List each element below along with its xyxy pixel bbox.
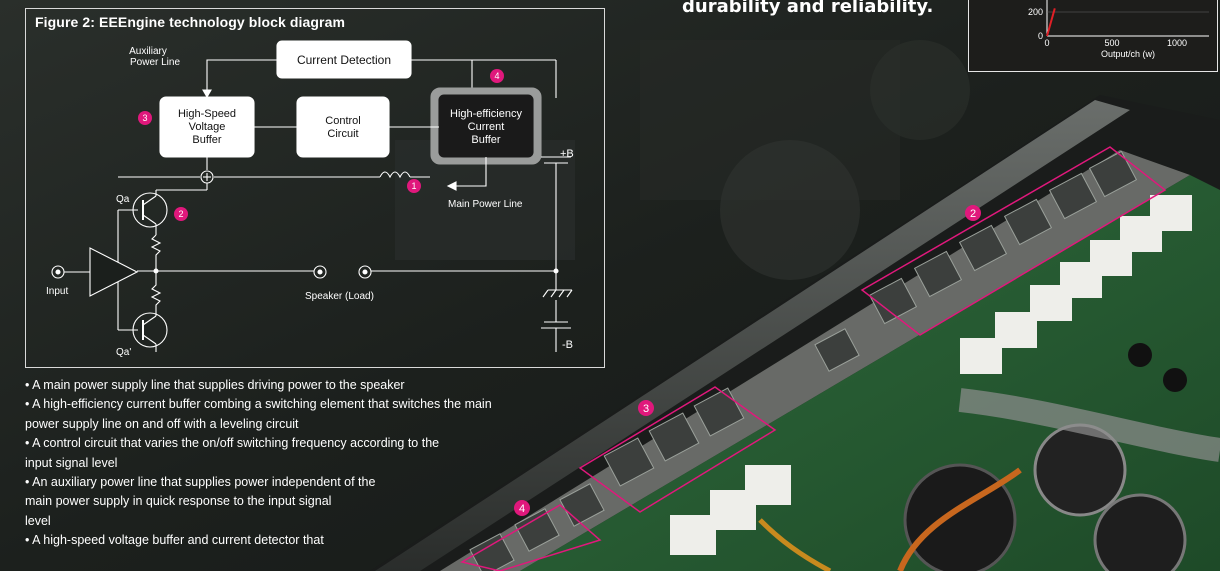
photo-marker-4: [514, 500, 530, 516]
speaker-terminal-right: [358, 265, 372, 279]
aux-power-line-label-2: Power Line: [130, 57, 180, 68]
bullet-line-5: input signal level: [25, 455, 118, 470]
output-chart-svg: 0 500 1000 0 200 Output/ch (w): [1028, 0, 1209, 59]
headline: durability and reliability.: [682, 0, 934, 17]
current-buffer-label-3: Buffer: [471, 134, 500, 146]
x-tick-label: 1000: [1167, 38, 1187, 48]
speaker-terminal-left: [313, 265, 327, 279]
inductor-symbol: [379, 171, 411, 179]
marker-3: [138, 111, 152, 125]
current-buffer-label-1: High-efficiency: [450, 108, 522, 120]
feature-list: • A main power supply line that supplies…: [25, 376, 535, 551]
plus-b-label: +B: [560, 148, 574, 160]
photo-marker-4-label: 4: [519, 503, 525, 515]
series-line: [1046, 8, 1056, 37]
voltage-buffer-label-3: Buffer: [192, 134, 221, 146]
photo-marker-2: [965, 205, 981, 221]
output-chart: 0 500 1000 0 200 Output/ch (w): [968, 0, 1218, 72]
bullet-line-3: power supply line on and off with a leve…: [25, 416, 299, 431]
photo-marker-2-label: 2: [970, 208, 976, 220]
figure-panel: [25, 8, 605, 368]
input-label: Input: [46, 286, 68, 297]
x-axis-label: Output/ch (w): [1101, 49, 1155, 59]
aux-power-line-label-1: Auxiliary: [129, 46, 167, 57]
main-power-line-label: Main Power Line: [448, 199, 523, 210]
x-tick-label: 500: [1104, 38, 1119, 48]
qa-prime-label: Qa': [116, 347, 131, 358]
bullet-line-7: main power supply in quick response to t…: [25, 494, 332, 509]
speaker-label: Speaker (Load): [305, 291, 374, 302]
current-detection-label: Current Detection: [297, 53, 391, 67]
bullet-line-9: • A high-speed voltage buffer and curren…: [25, 533, 324, 548]
bullet-line-2: • A high-efficiency current buffer combi…: [25, 397, 492, 412]
amplifier-symbol: [89, 247, 139, 297]
y-tick-label: 200: [1028, 7, 1043, 17]
marker-2: [174, 207, 188, 221]
marker-3-label: 3: [142, 113, 147, 123]
current-buffer-label-2: Current: [468, 121, 505, 133]
bullet-line-1: • A main power supply line that supplies…: [25, 378, 405, 392]
bullet-line-8: level: [25, 513, 51, 528]
photo-marker-3-label: 3: [643, 403, 649, 415]
figure-title: Figure 2: EEEngine technology block diag…: [35, 14, 346, 30]
marker-2-label: 2: [178, 209, 183, 219]
bullet-line-6: • An auxiliary power line that supplies …: [25, 475, 376, 490]
control-circuit-label-1: Control: [325, 115, 360, 127]
y-tick-label: 0: [1038, 31, 1043, 41]
transistor-qa: [132, 192, 168, 228]
marker-4-label: 4: [494, 71, 499, 81]
marker-1: [407, 179, 421, 193]
marker-4: [490, 69, 504, 83]
aux-power-line: [206, 59, 277, 96]
qa-label: Qa: [116, 194, 130, 205]
voltage-buffer-label-2: Voltage: [189, 121, 226, 133]
marker-1-label: 1: [411, 181, 416, 191]
transistor-qa-prime: [132, 312, 168, 348]
x-tick-label: 0: [1044, 38, 1049, 48]
voltage-buffer-label-1: High-Speed: [178, 108, 236, 120]
bullet-line-4: • A control circuit that varies the on/o…: [25, 436, 440, 451]
control-circuit-label-2: Circuit: [327, 128, 358, 140]
minus-b-label: -B: [562, 339, 573, 351]
photo-marker-3: [638, 400, 654, 416]
control-circuit-box: [296, 96, 390, 158]
